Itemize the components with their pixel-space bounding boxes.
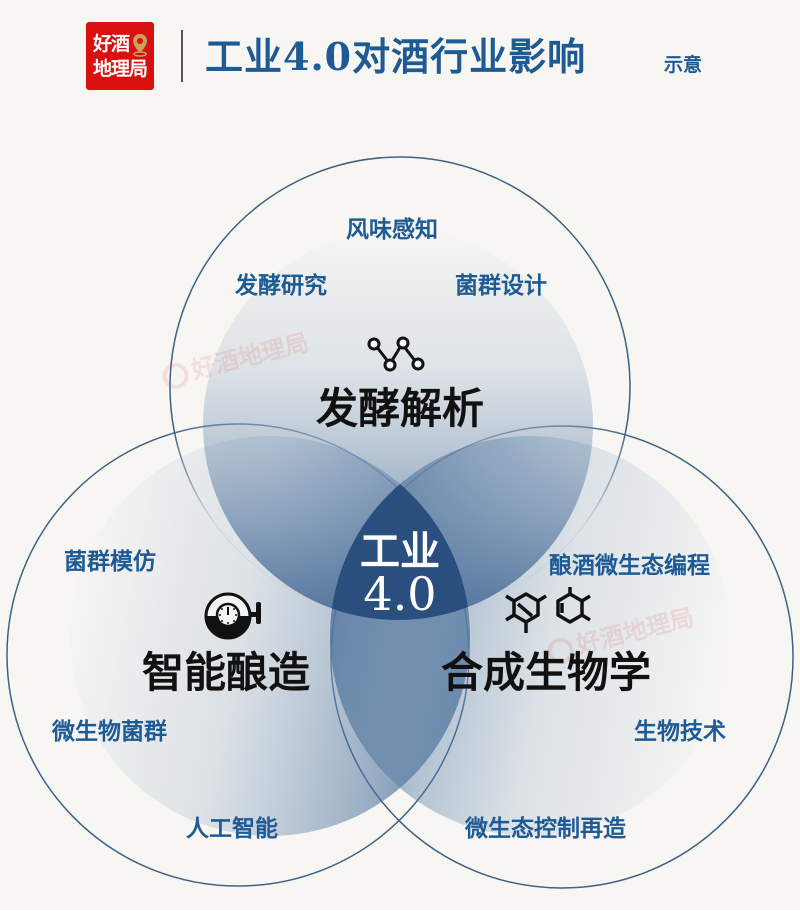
left-item-flora-imitation: 菌群模仿: [64, 548, 156, 575]
right-item-biotechnology: 生物技术: [634, 718, 726, 745]
section-title-synthetic-biology: 合成生物学: [441, 648, 652, 697]
left-item-ai: 人工智能: [186, 815, 278, 842]
left-item-microbial-flora: 微生物菌群: [52, 718, 167, 745]
brand-logo: 好酒 地理局: [86, 22, 154, 90]
right-item-microecology-control: 微生态控制再造: [465, 815, 626, 842]
right-item-microecology-programming: 酿酒微生态编程: [549, 552, 710, 579]
top-item-fermentation-research: 发酵研究: [235, 272, 327, 299]
network-nodes-icon: [367, 336, 425, 372]
section-title-smart-brewing: 智能酿造: [142, 648, 311, 697]
top-item-flavor: 风味感知: [346, 216, 438, 243]
header: 好酒 地理局 工业4.0对酒行业影响 示意: [0, 0, 800, 110]
top-item-flora-design: 菌群设计: [455, 272, 547, 299]
section-title-fermentation: 发酵解析: [316, 384, 485, 433]
center-label-line2: 4.0: [363, 567, 437, 621]
brewing-gauge-icon: [204, 592, 261, 640]
molecule-icon: [505, 587, 591, 633]
logo-text-line2: 地理局: [93, 58, 148, 80]
logo-text-line1: 好酒: [93, 33, 130, 55]
header-divider: [181, 30, 183, 82]
location-pin-icon: [133, 34, 147, 57]
center-intersection: [330, 436, 470, 620]
page-subtitle: 示意: [664, 54, 703, 76]
page-title: 工业4.0对酒行业影响: [205, 34, 587, 79]
center-label-line1: 工业: [360, 528, 440, 575]
